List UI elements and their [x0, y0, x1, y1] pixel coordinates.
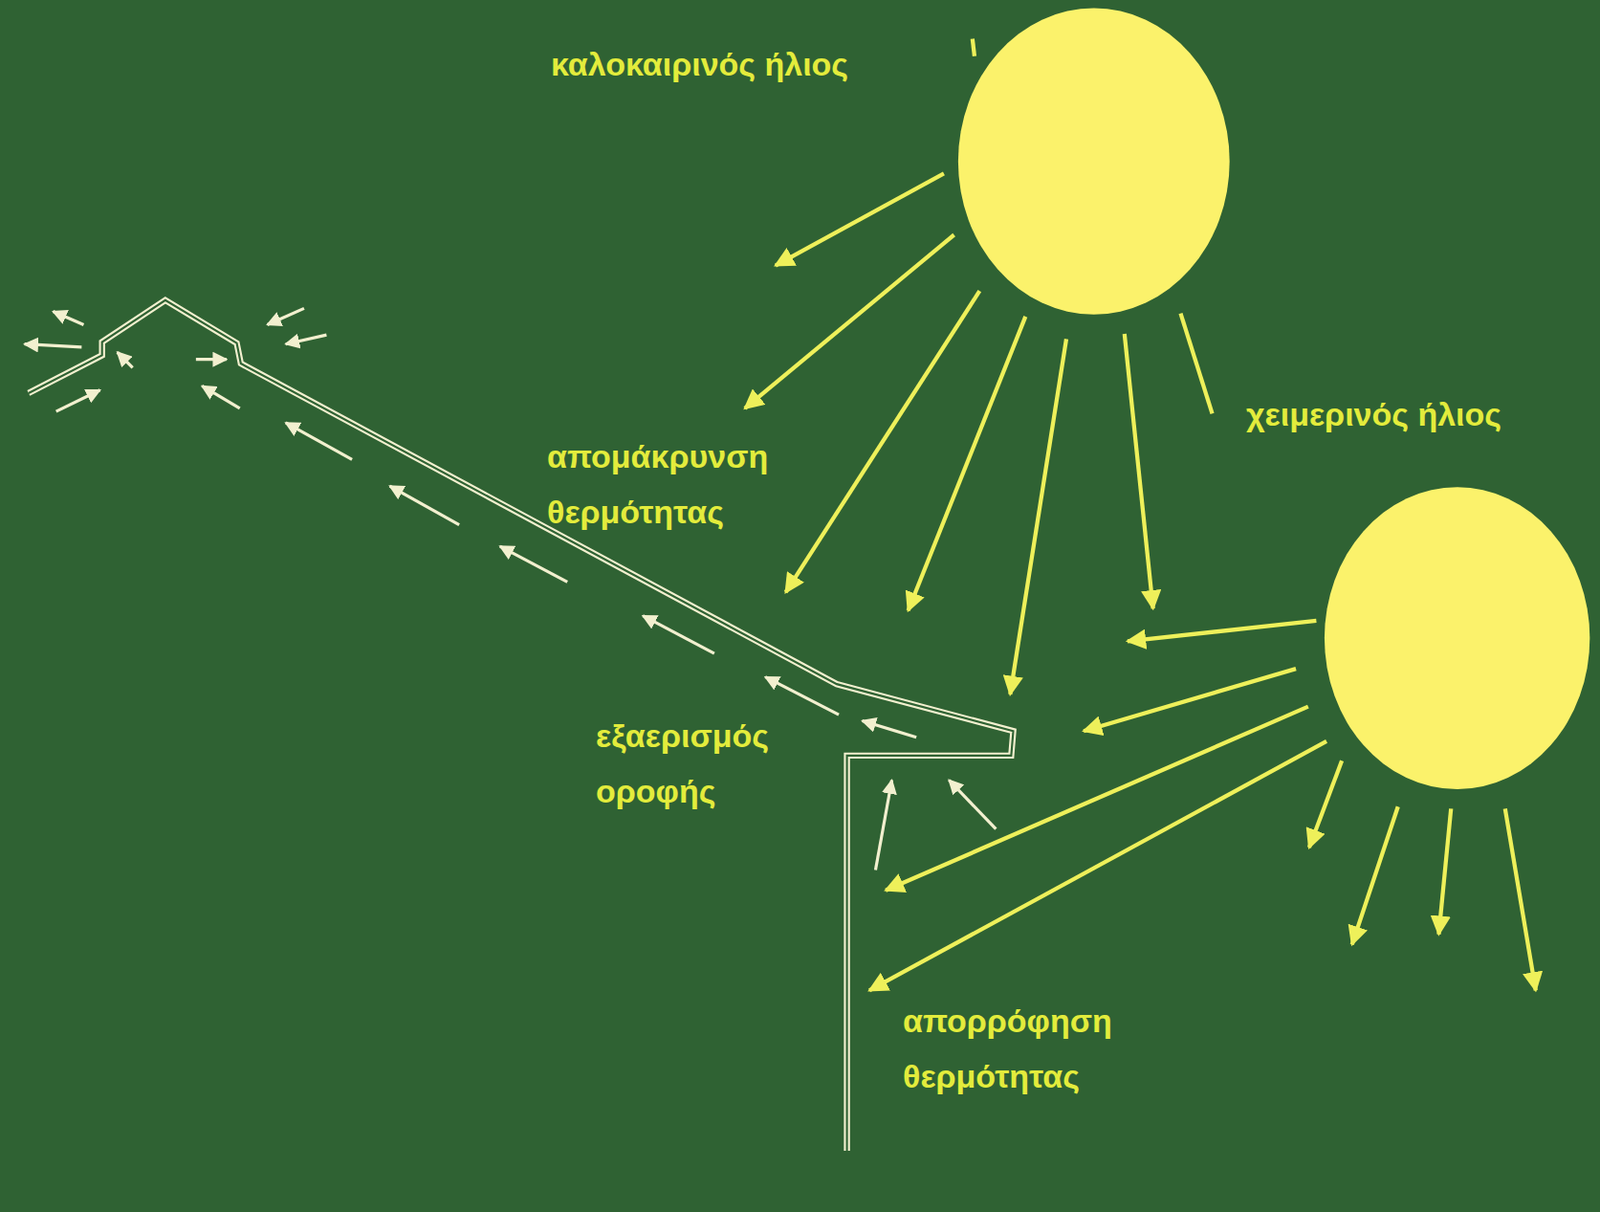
heat-label: απομάκρυνση θερμότητας: [547, 428, 834, 540]
summer-sun: [958, 8, 1230, 315]
sun-label: καλοκαιρινός ήλιος: [550, 36, 953, 92]
sun-label: χειμερινός ήλιος: [1246, 386, 1591, 442]
heat-label: απορρόφηση θερμότητας: [902, 992, 1190, 1104]
roof-inner-line: [28, 300, 1014, 1151]
vent-label: εξαερισμός οροφής: [595, 707, 835, 819]
ventilation-arrows: [24, 307, 997, 870]
winter-sun: [1324, 486, 1590, 790]
roof-outline: [28, 300, 1014, 1151]
